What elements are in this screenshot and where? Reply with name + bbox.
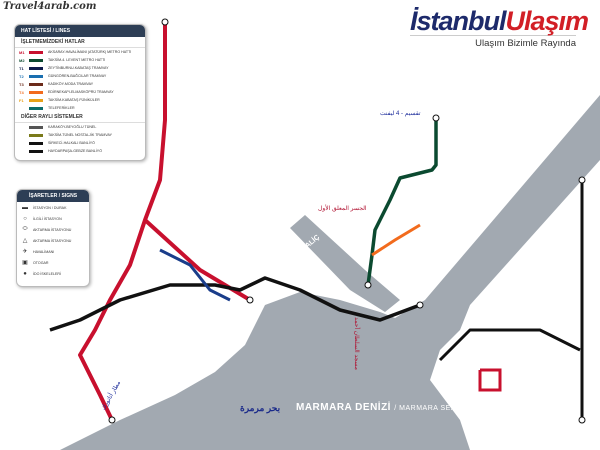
line-t4-orange: [371, 223, 421, 257]
watermark: Travel4arab.com: [3, 1, 97, 12]
other-line-legend-item: TAKSİM-TÜNEL NOSTALJİK TRAMVAY: [15, 131, 145, 139]
sign-icon: △: [22, 238, 28, 244]
sign-legend-item: △AKTARMA İSTASYONU: [22, 238, 72, 244]
sign-legend-item: ⬭AKTARMA İSTASYONU: [22, 226, 72, 232]
golden-horn: [290, 215, 400, 312]
sign-legend-item: ○İLGİLİ İSTASYON: [17, 213, 89, 224]
istanbul-ulasim-logo: İstanbulUlaşım Ulaşım Bizimle Rayında: [410, 6, 590, 49]
active-lines-heading: İŞLETMEMİZDEKİ HATLAR: [15, 37, 145, 48]
marmara-sea: [60, 95, 600, 450]
other-line-legend-item: KARAKÖY-BEYOĞLU TÜNEL: [15, 123, 145, 131]
logo-part2: Ulaşım: [505, 6, 590, 36]
sign-icon: ▬: [22, 204, 28, 211]
line-t4: [159, 248, 231, 302]
line-t3: [478, 368, 502, 392]
sea-label-ar: بحر مرمرة: [240, 403, 281, 413]
signs-title: İŞARETLER / SIGNS: [17, 190, 89, 202]
sign-icon: ●: [23, 270, 27, 277]
logo-part1: İstanbul: [410, 6, 507, 36]
signs-panel: İŞARETLER / SIGNS ▬İSTASYON / DURAK ○İLGİ…: [16, 189, 90, 287]
other-line-legend-item: SİRKECİ-HALKALI BANLİYÖ: [15, 139, 145, 147]
sign-icon: ○: [23, 215, 27, 222]
stations: [108, 18, 586, 424]
sea-label: MARMARA DENİZİ / MARMARA SEA: [296, 402, 456, 413]
annotation: الجسر المعلق الأول: [318, 206, 367, 212]
sign-legend-item: ●İDO İSKELELERİ: [17, 268, 89, 279]
sign-legend-item: ✈HAVALİMANI: [22, 249, 55, 255]
logo-tagline: Ulaşım Bizimle Rayında: [410, 35, 576, 49]
sign-icon: ▣: [22, 260, 28, 266]
sign-legend-item: ▬İSTASYON / DURAK: [22, 204, 67, 211]
line-marmaray-asia: [438, 328, 581, 362]
annotation: مسجد السلطان أحمد: [352, 317, 359, 370]
line-legend-item: TELEFERİKLER: [15, 104, 145, 112]
line-m1: [78, 22, 167, 421]
sign-icon: ✈: [22, 249, 28, 255]
line-m2: [366, 118, 438, 286]
annotation: تقسيم - 4 ليفنت: [380, 111, 421, 117]
line-list-title: HAT LİSTESİ / LINES: [15, 25, 145, 37]
other-lines-heading: DİĞER RAYLI SİSTEMLER: [15, 112, 145, 123]
line-list-panel: HAT LİSTESİ / LINES İŞLETMEMİZDEKİ HATLA…: [14, 24, 146, 161]
line-t1: [49, 276, 421, 332]
sign-legend-item: ▣OTOGAR: [22, 260, 49, 266]
other-line-legend-item: HAYDARPAŞA-GEBZE BANLİYÖ: [15, 147, 145, 155]
sign-icon: ⬭: [22, 226, 28, 232]
